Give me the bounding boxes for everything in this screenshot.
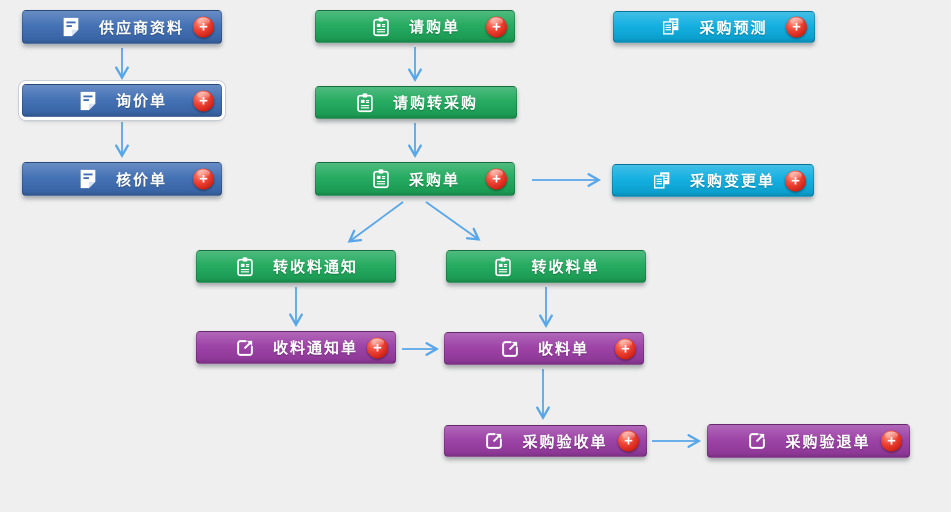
- clipboard-icon: [370, 168, 392, 190]
- node-label: 转收料通知: [272, 259, 358, 276]
- clipboard-icon: [370, 16, 392, 38]
- plus-badge-icon[interactable]: +: [486, 168, 507, 190]
- copy-icon: [651, 170, 673, 192]
- export-icon: [499, 338, 521, 360]
- plus-badge-icon[interactable]: +: [193, 16, 214, 38]
- node-purchase-forecast[interactable]: 采购预测 +: [613, 11, 815, 43]
- arrow-purchase-order-to-receipt-slip-transfer: [425, 201, 481, 241]
- node-label: 采购单: [408, 171, 460, 189]
- node-supplier-info[interactable]: 供应商资料 +: [22, 10, 222, 44]
- node-purchase-return[interactable]: 采购验退单 +: [707, 424, 910, 458]
- export-icon: [746, 430, 768, 452]
- clipboard-icon: [492, 256, 514, 278]
- node-requisition-to-purchase[interactable]: 请购转采购: [315, 86, 517, 119]
- node-label: 转收料单: [531, 259, 600, 276]
- export-icon: [234, 337, 256, 359]
- node-label: 采购验收单: [522, 433, 608, 451]
- plus-badge-icon[interactable]: +: [786, 16, 807, 38]
- node-transfer-receipt-slip[interactable]: 转收料单: [446, 250, 646, 283]
- plus-badge-icon[interactable]: +: [618, 430, 639, 452]
- plus-badge-icon[interactable]: +: [615, 338, 636, 359]
- node-label: 收料单: [537, 341, 589, 358]
- plus-badge-icon[interactable]: +: [486, 16, 507, 37]
- export-icon: [483, 430, 505, 452]
- node-label: 请购单: [408, 19, 460, 36]
- node-label: 采购验退单: [785, 433, 871, 451]
- plus-badge-icon[interactable]: +: [367, 337, 388, 358]
- node-label: 采购预测: [699, 19, 768, 37]
- node-transfer-receipt-notice[interactable]: 转收料通知: [196, 250, 396, 283]
- plus-badge-icon[interactable]: +: [193, 168, 214, 190]
- node-label: 请购转采购: [392, 95, 478, 112]
- plus-badge-icon[interactable]: +: [881, 430, 902, 452]
- node-label: 采购变更单: [689, 173, 775, 190]
- node-purchase-acceptance[interactable]: 采购验收单 +: [444, 425, 647, 457]
- node-purchase-requisition[interactable]: 请购单 +: [315, 10, 515, 43]
- note-icon: [77, 90, 99, 112]
- clipboard-icon: [234, 256, 256, 278]
- note-icon: [60, 16, 82, 38]
- node-price-verification[interactable]: 核价单 +: [22, 162, 222, 196]
- node-receipt-notice[interactable]: 收料通知单 +: [196, 331, 396, 364]
- plus-badge-icon[interactable]: +: [785, 170, 806, 191]
- node-label: 询价单: [115, 93, 167, 110]
- node-label: 供应商资料: [98, 19, 184, 37]
- plus-badge-icon[interactable]: +: [193, 90, 214, 111]
- node-receipt-slip[interactable]: 收料单 +: [444, 332, 644, 365]
- node-purchase-change-order[interactable]: 采购变更单 +: [612, 164, 814, 197]
- copy-icon: [660, 16, 682, 38]
- node-label: 核价单: [115, 171, 167, 189]
- note-icon: [77, 168, 99, 190]
- node-label: 收料通知单: [272, 340, 358, 357]
- node-purchase-order[interactable]: 采购单 +: [315, 162, 515, 196]
- clipboard-icon: [354, 92, 376, 114]
- arrow-purchase-order-to-receipt-notice-transfer: [347, 201, 404, 243]
- node-inquiry-form[interactable]: 询价单 +: [22, 84, 222, 117]
